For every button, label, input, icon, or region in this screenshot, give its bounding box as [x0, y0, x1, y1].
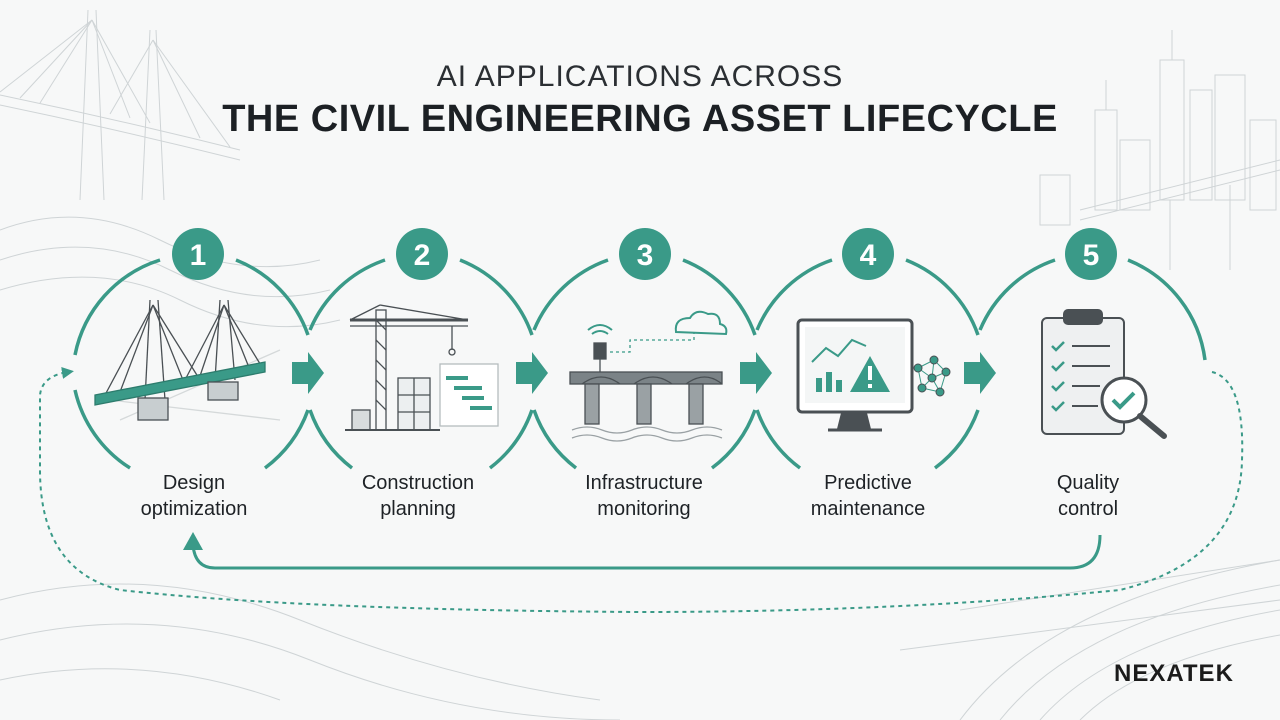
stage-number: 5	[1083, 239, 1100, 272]
stage-number-badge	[842, 228, 894, 280]
outer-dashed-loop	[39, 366, 1244, 614]
stage-label-line-1: Design	[162, 472, 226, 494]
arc-stage-2	[459, 258, 534, 336]
stage-number: 1	[190, 239, 207, 272]
arc-stage-1	[73, 389, 131, 470]
stage-label-line-1: Infrastructure	[585, 472, 703, 494]
stage-label-line-1: Quality	[1056, 472, 1120, 494]
arc-stage-3	[532, 409, 578, 470]
arc-stage-5	[1127, 258, 1207, 361]
logo-text: NEXATEK	[1114, 660, 1234, 687]
stage-label-line-1: Construction	[361, 472, 475, 494]
arrow-right-icon	[292, 352, 324, 394]
clipboard-checklist-magnifier-icon	[1041, 309, 1167, 439]
tower-crane-gantt-icon	[345, 304, 499, 431]
bridge-sensor-cloud-icon	[569, 310, 728, 442]
feedback-loop-line	[191, 534, 1102, 570]
feedback-arrow-icon	[183, 532, 203, 550]
stage-number-badge	[396, 228, 448, 280]
stage-number-badge	[1065, 228, 1117, 280]
stage-number-badge	[172, 228, 224, 280]
arc-stage-1	[263, 409, 310, 470]
arc-stage-1	[235, 258, 310, 336]
stage-label-line-2: monitoring	[597, 498, 691, 520]
title-line-1: AI APPLICATIONS ACROSS	[436, 60, 844, 93]
nexatek-logo: NEXATEK	[1114, 660, 1234, 688]
arc-stage-1	[73, 258, 161, 356]
stage-label-line-2: optimization	[140, 498, 248, 520]
arrow-right-icon	[964, 352, 996, 394]
stage-number: 4	[860, 239, 877, 272]
title-line-2: THE CIVIL ENGINEERING ASSET LIFECYCLE	[222, 98, 1058, 140]
stage-number: 2	[414, 239, 431, 272]
stage-number: 3	[637, 239, 654, 272]
arc-stage-4	[905, 258, 980, 336]
stage-label-infrastructure-monitoring: Infrastructure monitoring	[544, 470, 744, 522]
monitor-warning-network-icon	[796, 318, 951, 432]
stage-label-quality-control: Quality control	[988, 470, 1188, 522]
stage-label-construction-planning: Construction planning	[318, 470, 518, 522]
stage-label-line-2: maintenance	[810, 498, 926, 520]
stage-label-line-2: planning	[380, 498, 456, 520]
arc-stage-4	[933, 409, 980, 470]
arc-stage-2	[308, 258, 386, 331]
arc-stage-3	[710, 409, 757, 470]
stage-label-design-optimization: Design optimization	[94, 470, 294, 522]
arc-stage-5	[978, 258, 1056, 331]
arrow-right-icon	[516, 352, 548, 394]
stage-label-line-1: Predictive	[824, 472, 912, 494]
stage-label-predictive-maintenance: Predictive maintenance	[768, 470, 968, 522]
stage-number-badge	[619, 228, 671, 280]
arc-stage-3	[532, 258, 609, 331]
arc-stage-4	[755, 258, 833, 331]
cable-stayed-bridge-icon	[94, 299, 281, 421]
arc-stage-3	[682, 258, 757, 336]
stage-label-line-2: control	[1057, 498, 1119, 520]
arc-stage-2	[488, 409, 534, 470]
arc-stage-4	[755, 409, 802, 470]
arc-stage-2	[308, 409, 354, 470]
arrow-right-icon	[740, 352, 772, 394]
